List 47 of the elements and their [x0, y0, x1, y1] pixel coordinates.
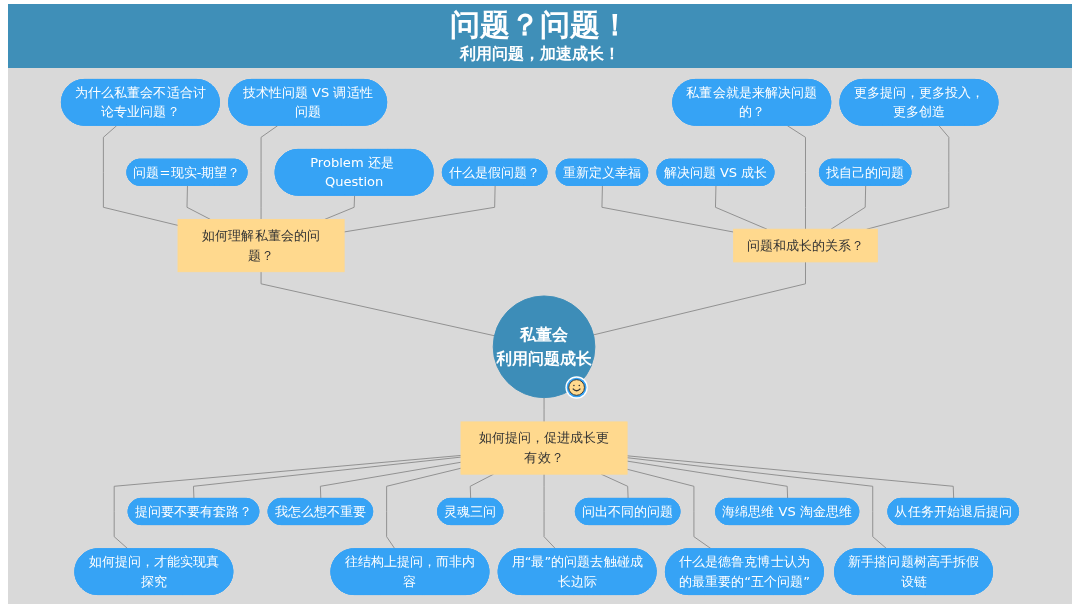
connector-line — [260, 125, 279, 220]
connector-line — [830, 185, 867, 230]
connector-line — [343, 185, 496, 233]
connector-line — [543, 397, 545, 423]
connector-line — [186, 185, 211, 220]
question-pill: 问题=现实-期望？ — [126, 158, 248, 186]
question-pill: 从任务开始退后提问 — [887, 497, 1019, 525]
connector-line — [626, 455, 955, 500]
connector-line — [193, 456, 462, 500]
question-pill: 私董会就是来解决问题的？ — [672, 79, 832, 126]
title: 问题？问题！ — [450, 7, 630, 43]
connector-line — [324, 195, 356, 220]
connector-line — [543, 473, 557, 550]
question-pill: 更多提问，更多投入，更多创造 — [839, 79, 999, 126]
question-pill: 什么是假问题？ — [441, 158, 548, 186]
question-pill: 什么是德鲁克博士认为的最重要的“五个问题” — [665, 548, 824, 595]
question-pill: 海绵思维 VS 淘金思维 — [715, 497, 860, 525]
question-pill: 如何提问，才能实现真探究 — [74, 548, 234, 595]
connector-line — [593, 261, 806, 336]
question-pill: 技术性问题 VS 调适性问题 — [228, 79, 388, 126]
question-pill: 问出不同的问题 — [574, 497, 681, 525]
connector-line — [601, 185, 735, 233]
question-pill: 用“最”的问题去触碰成长边际 — [497, 548, 657, 595]
question-pill: 我怎么想不重要 — [267, 497, 374, 525]
subtopic-box: 问题和成长的关系？ — [733, 228, 878, 263]
connector-line — [786, 125, 806, 230]
question-pill: Problem 还是 Question — [274, 149, 434, 196]
subtopic-box: 如何理解私董会的问题？ — [177, 218, 345, 273]
subtopic-box: 如何提问，促进成长更有效？ — [460, 421, 628, 475]
question-pill: 往结构上提问，而非内容 — [330, 548, 490, 595]
connector-line — [113, 454, 462, 550]
question-pill: 灵魂三问 — [437, 497, 504, 525]
connector-line — [626, 460, 789, 500]
connector-line — [715, 185, 768, 230]
question-pill: 找自己的问题 — [819, 158, 912, 186]
question-pill: 为什么私董会不适合讨论专业问题？ — [61, 79, 220, 126]
connector-line — [386, 467, 462, 550]
question-pill: 提问要不要有套路？ — [127, 497, 260, 525]
connector-line — [319, 461, 462, 500]
connector-line — [102, 125, 179, 226]
topic-circle: 私董会 利用问题成长 — [492, 295, 596, 399]
connector-line — [626, 457, 888, 550]
subtitle: 利用问题，加速成长！ — [460, 43, 620, 65]
question-pill: 重新定义幸福 — [555, 158, 649, 186]
connector-line — [260, 271, 495, 337]
question-pill: 新手搭问题树高手拆假设链 — [834, 548, 993, 595]
question-pill: 解决问题 VS 成长 — [656, 158, 775, 186]
